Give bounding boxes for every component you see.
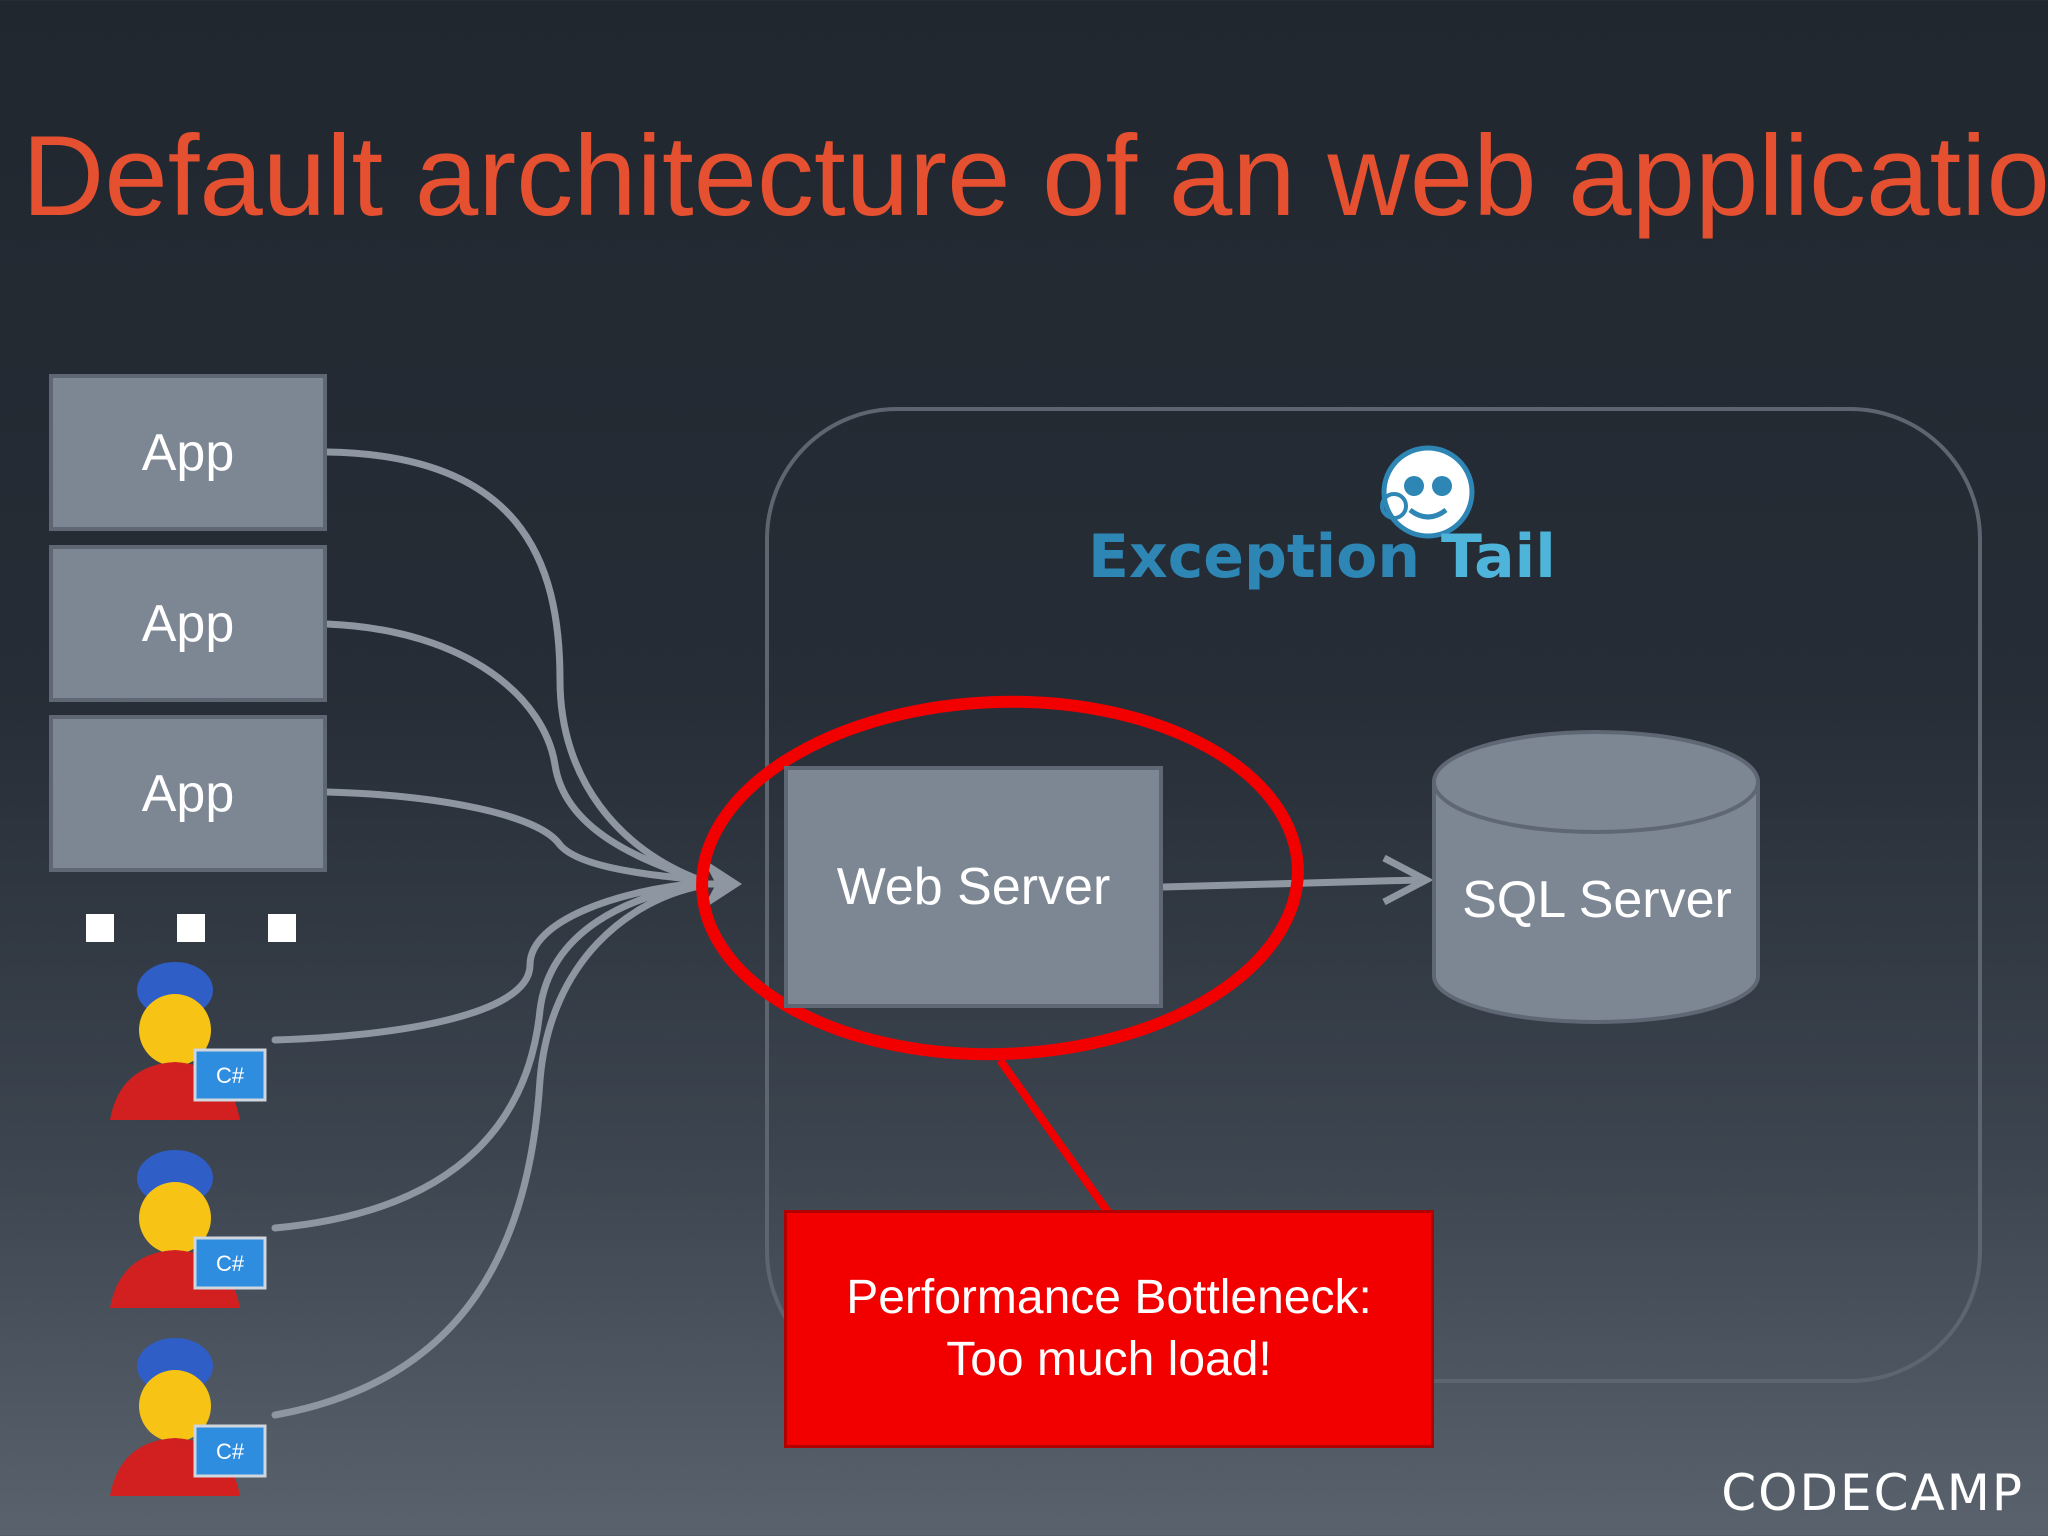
slide-title: Default architecture of an web applicati… <box>22 113 2048 240</box>
exception-tail-logo: Exception Tail <box>1088 522 1556 592</box>
bottleneck-line-1: Performance Bottleneck: <box>846 1270 1372 1324</box>
sql-server-cylinder <box>1432 730 1760 1024</box>
connector-app-3 <box>323 788 704 884</box>
app-box: App <box>49 374 327 531</box>
dev-screen-label: C# <box>216 1063 245 1088</box>
brand-name-main: Exception <box>1088 522 1421 592</box>
codecamp-logo: CODECAMP <box>1721 1464 2024 1522</box>
connector-dev-1 <box>271 879 704 1044</box>
developer-icon: C# <box>110 1338 267 1496</box>
arrow-web-to-sql <box>1162 876 1419 891</box>
connector-dev-3 <box>271 882 704 1419</box>
bottleneck-highlight-ellipse <box>696 695 1304 1061</box>
developer-icon: C# <box>110 1150 267 1308</box>
ellipsis-dot <box>268 914 296 942</box>
bottleneck-callout-line <box>996 1057 1112 1215</box>
ellipsis-dot <box>86 914 114 942</box>
web-server-box: Web Server <box>784 766 1163 1008</box>
brand-name-tail: Tail <box>1440 522 1556 592</box>
sql-server-label: SQL Server <box>1462 871 1732 929</box>
monkey-mascot-icon <box>1380 445 1475 539</box>
app-box: App <box>49 545 327 702</box>
dev-screen-label: C# <box>216 1439 245 1464</box>
app-box: App <box>49 715 327 872</box>
arrow-into-web-server <box>702 858 742 910</box>
bottleneck-line-2: Too much load! <box>946 1333 1272 1386</box>
developer-icon: C# <box>110 962 267 1120</box>
arrowhead-web-to-sql <box>1382 854 1434 906</box>
connector-app-2 <box>323 620 704 884</box>
connector-app-1 <box>323 448 704 884</box>
dev-screen-label: C# <box>216 1251 245 1276</box>
connector-dev-2 <box>271 881 704 1232</box>
ellipsis-dot <box>177 914 205 942</box>
bottleneck-callout: Performance Bottleneck: Too much load! <box>784 1210 1434 1448</box>
